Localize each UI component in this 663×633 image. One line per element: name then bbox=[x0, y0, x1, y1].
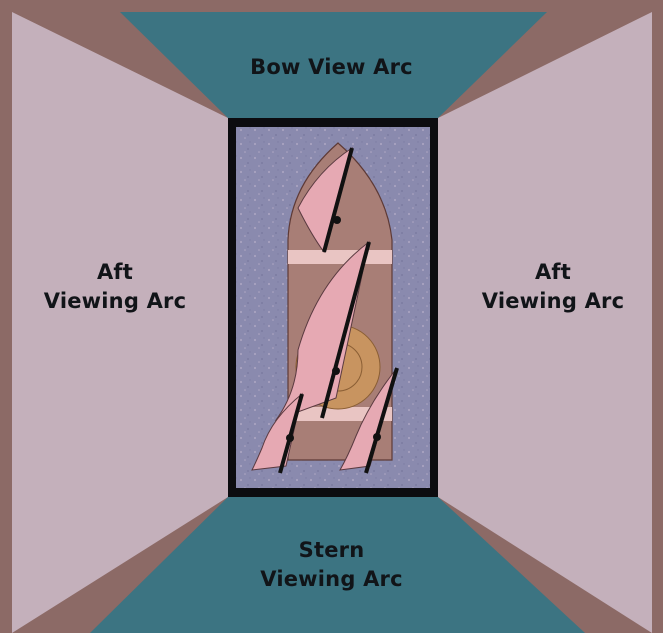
fore-mast-base bbox=[333, 216, 341, 224]
bow-arc-label: Bow View Arc bbox=[200, 53, 463, 82]
port-arc-label-line-2: Viewing Arc bbox=[20, 287, 210, 316]
starboard-arc-label-line-1: Aft bbox=[458, 258, 648, 287]
starboard-arc-label-line-2: Viewing Arc bbox=[458, 287, 648, 316]
aft-starboard-mast-base bbox=[373, 433, 381, 441]
bow-arc-label-line-1: Bow View Arc bbox=[200, 53, 463, 82]
aft-port-mast-base bbox=[286, 434, 294, 442]
main-mast-base bbox=[332, 367, 340, 375]
starboard-arc-label: Aft Viewing Arc bbox=[458, 258, 648, 316]
deck-stripe-bow bbox=[288, 250, 392, 264]
port-arc-label: Aft Viewing Arc bbox=[20, 258, 210, 316]
stern-arc-label: Stern Viewing Arc bbox=[200, 536, 463, 594]
port-arc-label-line-1: Aft bbox=[20, 258, 210, 287]
stern-arc-label-line-2: Viewing Arc bbox=[200, 565, 463, 594]
stern-arc-label-line-1: Stern bbox=[200, 536, 463, 565]
